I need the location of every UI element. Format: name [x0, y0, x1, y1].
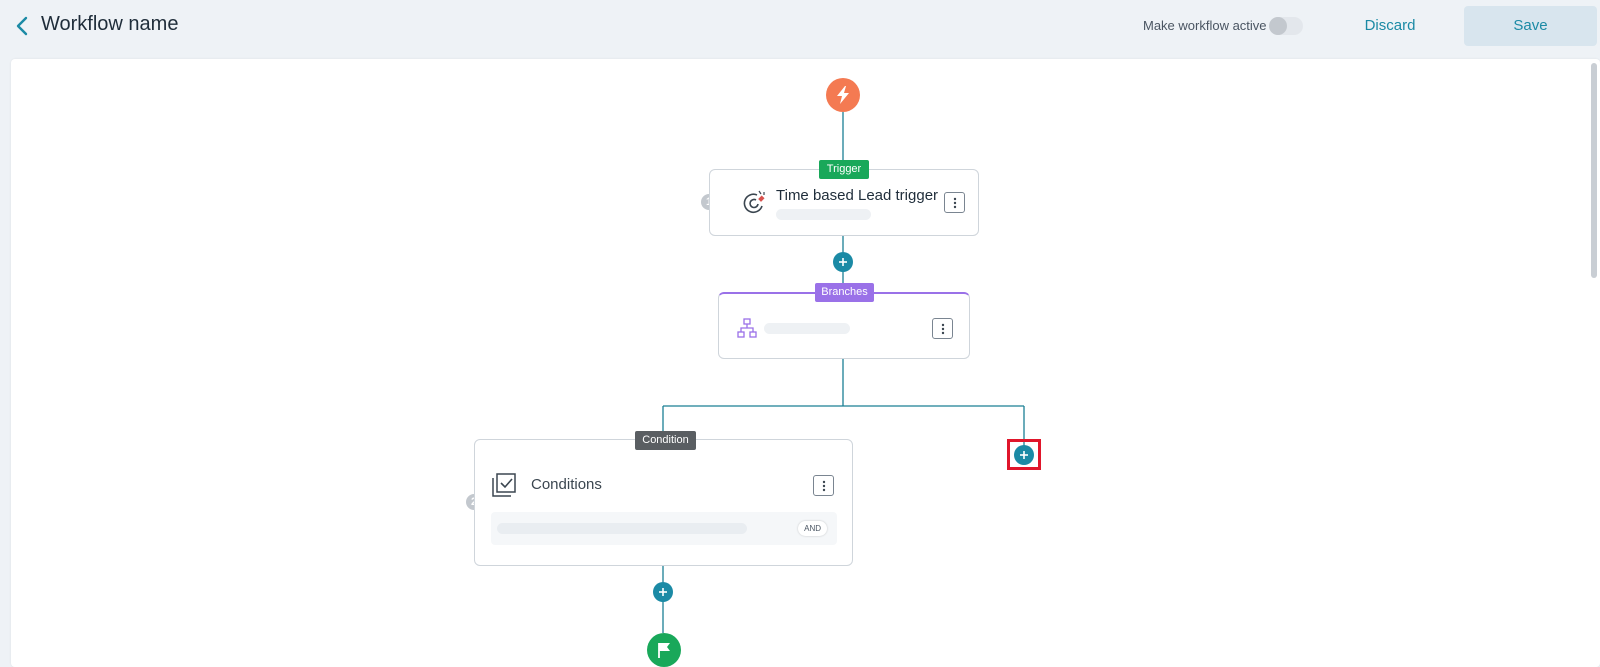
trigger-subtitle-placeholder: [776, 209, 871, 220]
branches-more-button[interactable]: [932, 318, 953, 339]
chevron-left-icon: [16, 16, 28, 36]
condition-rule[interactable]: AND: [491, 512, 837, 545]
end-node: [647, 633, 681, 667]
sitemap-icon: [737, 318, 757, 338]
plus-icon: [659, 588, 667, 596]
flag-icon: [658, 643, 670, 658]
active-toggle-label: Make workflow active: [1143, 18, 1267, 33]
condition-title: Conditions: [531, 476, 602, 493]
condition-rule-placeholder: [497, 523, 747, 534]
trigger-more-button[interactable]: [944, 192, 965, 213]
condition-more-button[interactable]: [813, 475, 834, 496]
back-button[interactable]: [12, 14, 34, 38]
operator-badge: AND: [798, 521, 827, 536]
lightning-icon: [837, 86, 849, 104]
branches-title-placeholder: [764, 323, 850, 334]
plus-icon: [839, 258, 847, 266]
branches-card[interactable]: [718, 292, 970, 359]
add-branch-highlight: [1007, 439, 1041, 470]
add-step-button[interactable]: [833, 252, 853, 272]
checklist-icon: [492, 473, 516, 497]
header-bar: Workflow name Make workflow active Disca…: [0, 0, 1600, 52]
plus-icon: [1020, 451, 1028, 459]
trigger-card[interactable]: Time based Lead trigger: [709, 169, 979, 236]
page-title: Workflow name: [41, 13, 179, 35]
trigger-title: Time based Lead trigger: [776, 187, 939, 204]
save-button[interactable]: Save: [1464, 6, 1597, 46]
discard-button[interactable]: Discard: [1364, 17, 1416, 34]
add-branch-button[interactable]: [1014, 445, 1034, 465]
toggle-knob: [1269, 17, 1287, 35]
workflow-canvas: 1 Time based Lead trigger Trigger: [11, 59, 1600, 667]
more-vertical-icon: [822, 480, 825, 491]
more-vertical-icon: [953, 197, 956, 208]
more-vertical-icon: [941, 323, 944, 334]
connector-lines: [662, 112, 1025, 633]
vertical-scrollbar[interactable]: [1591, 63, 1597, 278]
condition-tag: Condition: [635, 431, 696, 450]
start-node: [826, 78, 860, 112]
active-toggle[interactable]: [1269, 17, 1303, 35]
add-step-button[interactable]: [653, 582, 673, 602]
trigger-tag: Trigger: [819, 160, 869, 179]
branches-tag: Branches: [815, 283, 874, 302]
magnet-icon: [743, 190, 765, 214]
condition-card[interactable]: Conditions AND: [474, 439, 853, 566]
